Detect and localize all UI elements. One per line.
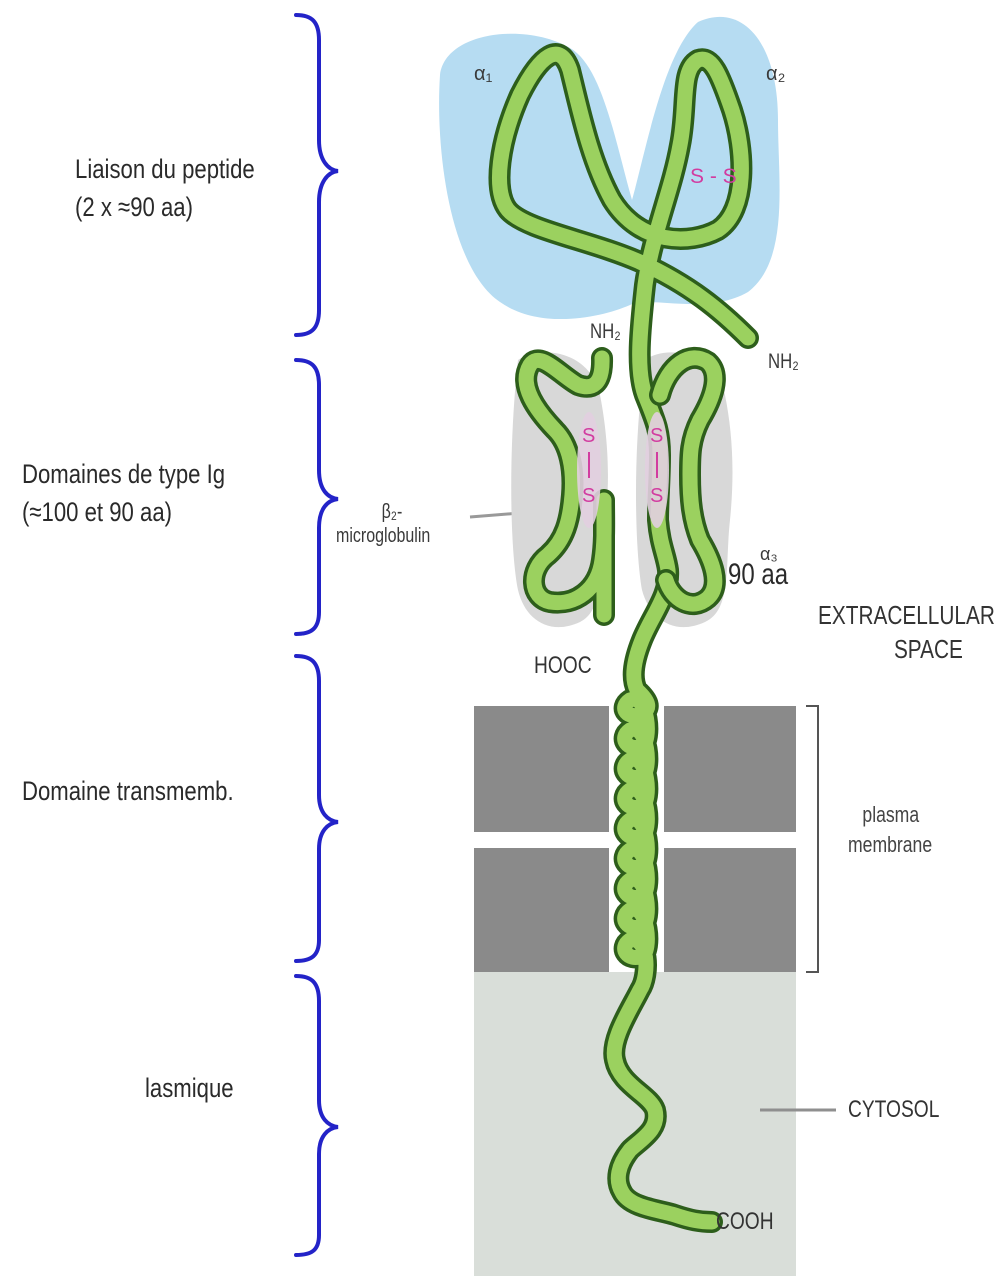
section-label-peptide-binding-line1: Liaison du peptide xyxy=(75,150,255,188)
label-cytosol: CYTOSOL xyxy=(848,1096,939,1124)
section-label-transmembrane-line1: Domaine transmemb. xyxy=(22,772,234,810)
label-cooh: COOH xyxy=(716,1208,774,1236)
bracket-cytoplasmic xyxy=(296,976,338,1255)
label-disulfide-top: S - S xyxy=(690,165,737,189)
label-extracellular-line2: SPACE xyxy=(818,632,995,666)
membrane-inner-left xyxy=(474,848,609,972)
label-hooc: HOOC xyxy=(534,652,592,680)
label-disulfide-beta2-top: S xyxy=(582,425,595,448)
bracket-ig-domains xyxy=(296,360,338,634)
membrane-outer-left xyxy=(474,706,609,832)
label-alpha2: α₂ xyxy=(766,62,785,86)
label-plasma-line1: plasma xyxy=(848,800,932,830)
section-label-ig-domains: Domaines de type Ig (≈100 et 90 aa) xyxy=(22,455,225,531)
label-beta2-line1: β₂- xyxy=(336,500,430,524)
label-nh2-left: NH₂ xyxy=(590,320,621,344)
label-beta2-microglobulin: β₂- microglobulin xyxy=(336,500,430,548)
label-plasma-membrane: plasma membrane xyxy=(848,800,932,860)
label-disulfide-beta2-bottom: S xyxy=(582,485,595,508)
label-disulfide-alpha3-bottom: S xyxy=(650,485,663,508)
label-extracellular-space: EXTRACELLULAR SPACE xyxy=(818,598,995,666)
label-alpha3-size: 90 aa xyxy=(728,558,788,592)
plasma-membrane-bracket xyxy=(806,706,818,972)
label-beta2-line2: microglobulin xyxy=(336,524,430,548)
membrane-outer-right xyxy=(664,706,796,832)
bracket-transmembrane xyxy=(296,656,338,961)
section-label-cytoplasmic-line1: lasmique xyxy=(145,1069,234,1107)
section-label-peptide-binding: Liaison du peptide (2 x ≈90 aa) xyxy=(75,150,255,226)
label-plasma-line2: membrane xyxy=(848,830,932,860)
label-alpha1: α₁ xyxy=(474,62,492,86)
section-label-peptide-binding-line2: (2 x ≈90 aa) xyxy=(75,188,255,226)
section-label-transmembrane: Domaine transmemb. xyxy=(22,772,234,810)
label-nh2-right: NH₂ xyxy=(768,350,799,374)
bracket-peptide-binding xyxy=(296,15,338,335)
membrane-inner-right xyxy=(664,848,796,972)
label-extracellular-line1: EXTRACELLULAR xyxy=(818,598,995,632)
label-disulfide-alpha3-top: S xyxy=(650,425,663,448)
section-brackets xyxy=(296,15,338,1255)
section-label-ig-domains-line1: Domaines de type Ig xyxy=(22,455,225,493)
section-label-cytoplasmic: lasmique xyxy=(145,1069,234,1107)
section-label-ig-domains-line2: (≈100 et 90 aa) xyxy=(22,493,225,531)
